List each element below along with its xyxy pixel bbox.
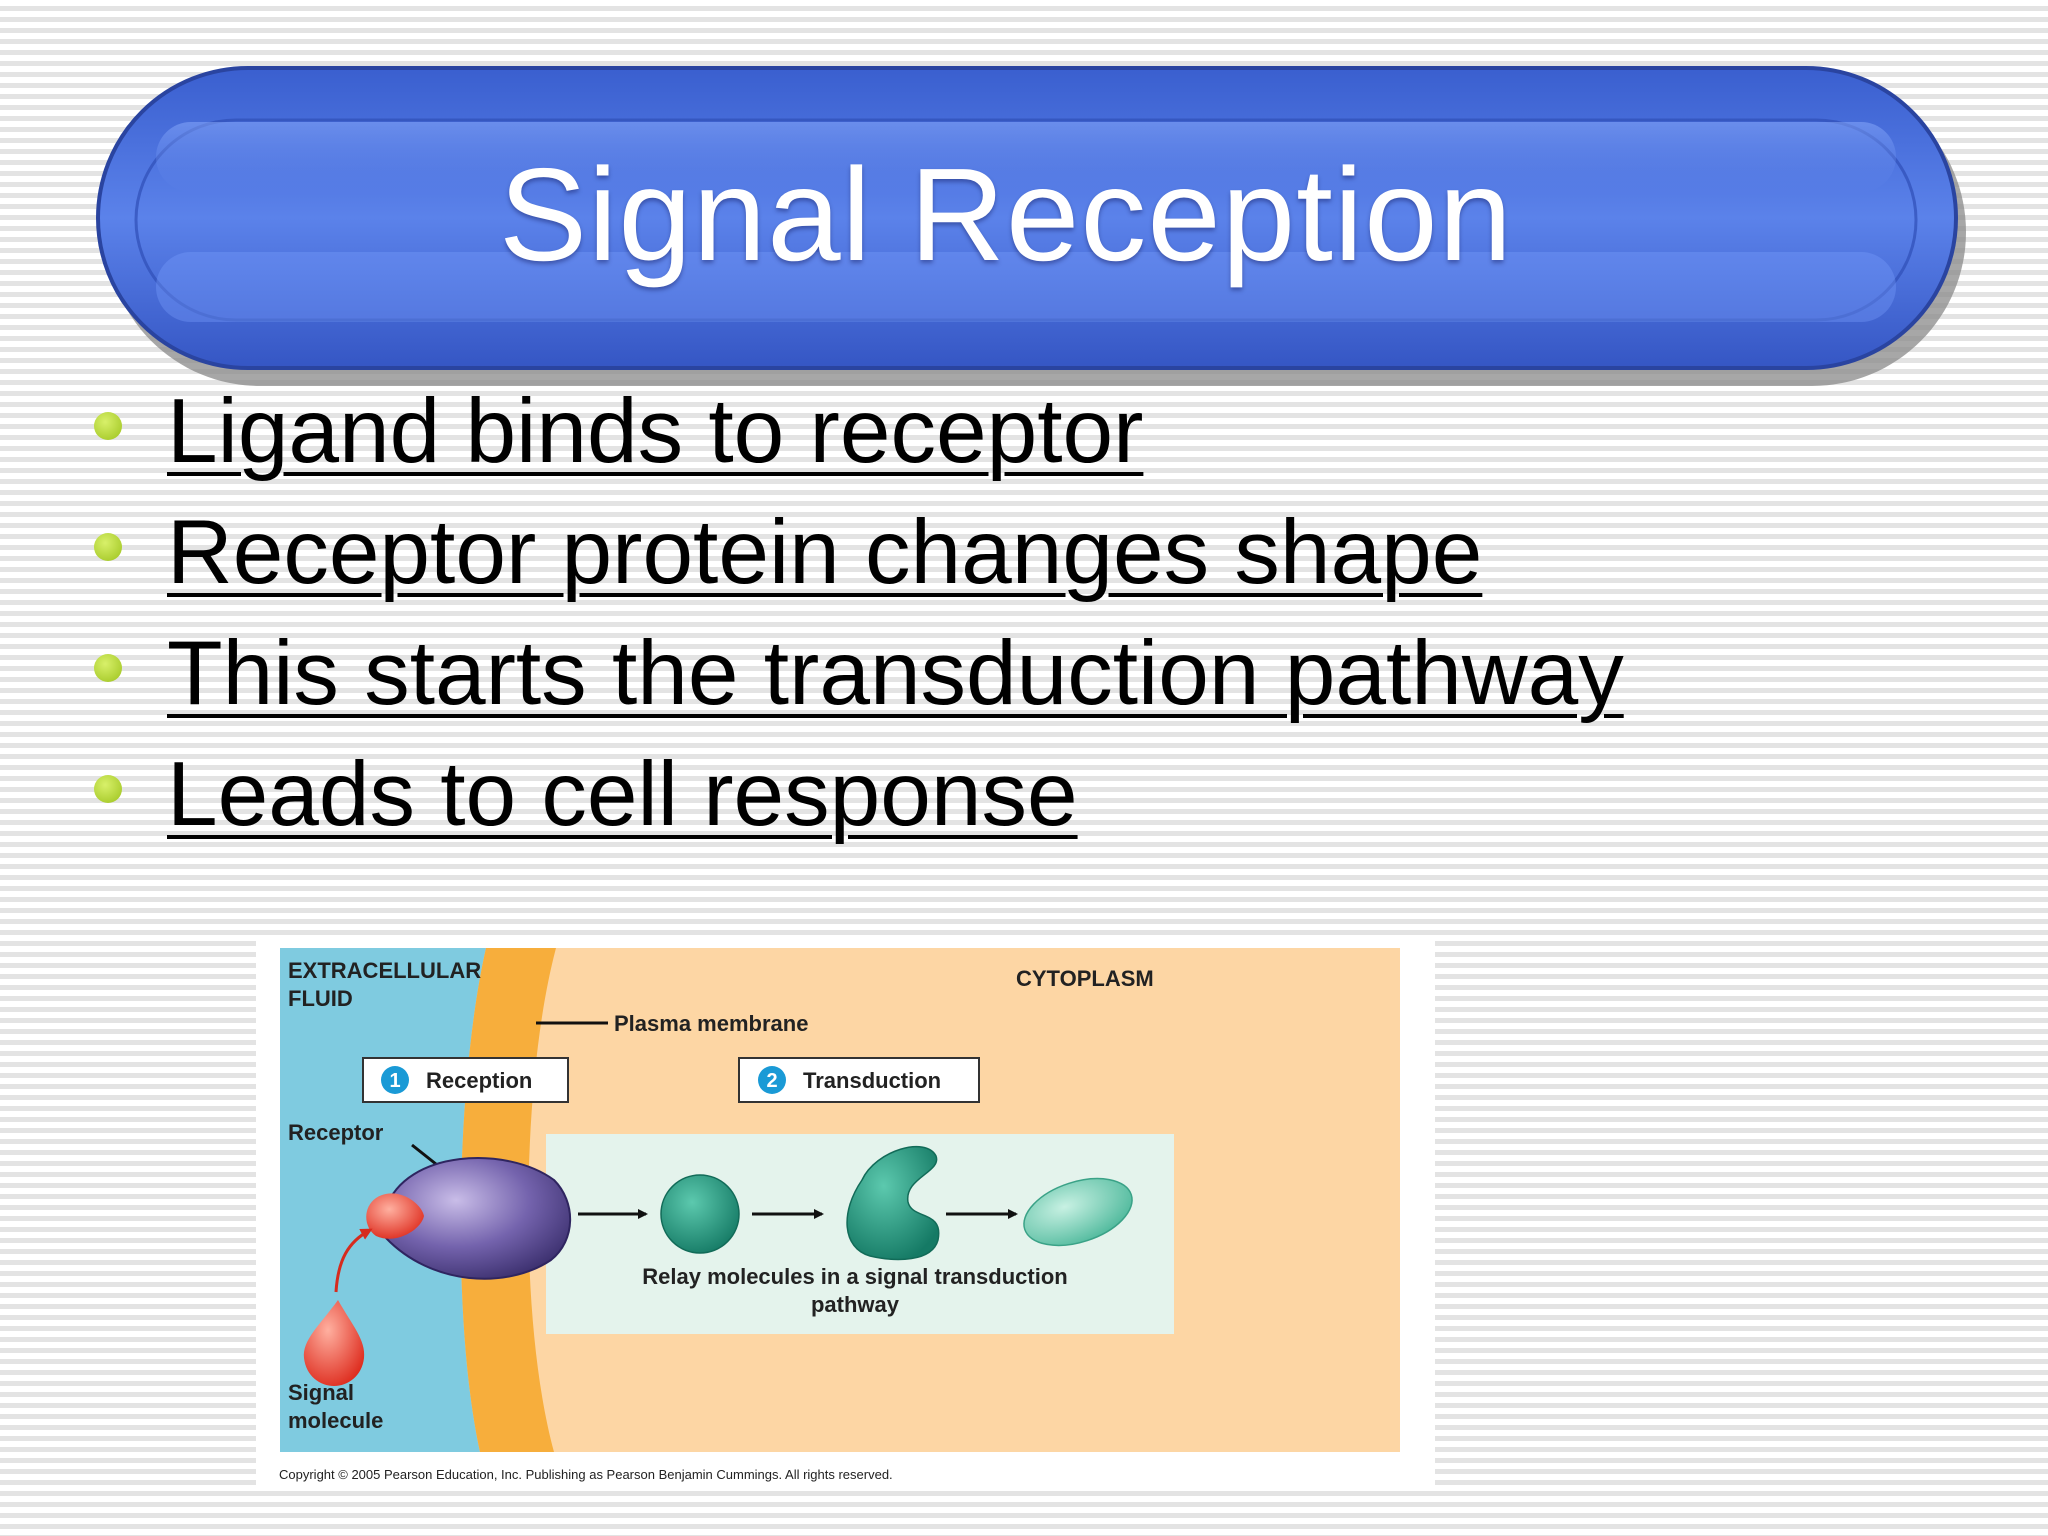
extracellular-label: EXTRACELLULAR [288,958,481,983]
binding-arrow-icon [334,1228,373,1293]
extracellular-label: FLUID [288,986,353,1011]
plasma-membrane-label: Plasma membrane [614,1011,808,1036]
receptor-label: Receptor [288,1120,384,1145]
step-number: 2 [766,1070,777,1092]
title-banner [96,66,1966,386]
relay-molecule-2 [846,1146,940,1261]
signal-molecule-label: molecule [288,1408,383,1433]
slide-title: Signal Reception [499,141,1513,288]
bullet-link[interactable]: Receptor protein changes shape [167,502,1483,603]
reception-step-box [362,1057,569,1103]
bullet-link[interactable]: Leads to cell response [167,744,1078,845]
step-number-badge [758,1066,786,1094]
transduction-label: Transduction [803,1068,941,1093]
signal-transduction-figure: EXTRACELLULAR FLUID CYTOPLASM Plasma mem… [256,940,1435,1491]
signal-molecule-label: Signal [288,1380,354,1405]
bullet-dot-icon [94,412,122,440]
relay-molecule-3 [1023,1177,1133,1247]
step-number-badge [381,1066,409,1094]
bound-ligand [366,1193,424,1239]
step-number: 1 [389,1070,400,1092]
bullet-dot-icon [94,654,122,682]
relay-caption: Relay molecules in a signal transduction [642,1264,1067,1289]
cytoplasm-label: CYTOPLASM [1016,966,1154,991]
bullet-dot-icon [94,775,122,803]
bullet-link[interactable]: Ligand binds to receptor [167,381,1144,482]
signal-molecule [303,1300,365,1386]
bullet-dot-icon [94,533,122,561]
relay-molecule-1 [660,1174,740,1254]
relay-caption: pathway [811,1292,900,1317]
reception-label: Reception [426,1068,532,1093]
copyright-notice: Copyright © 2005 Pearson Education, Inc.… [279,1467,893,1482]
transduction-step-box [738,1057,980,1103]
bullet-link[interactable]: This starts the transduction pathway [167,623,1624,724]
signal-transduction-diagram: EXTRACELLULAR FLUID CYTOPLASM Plasma mem… [280,948,1400,1452]
